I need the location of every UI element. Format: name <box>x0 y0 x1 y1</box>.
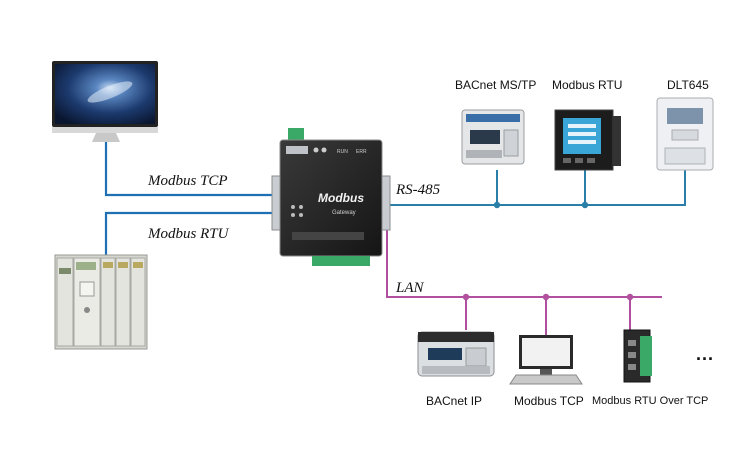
gateway-err-label: ERR <box>356 149 367 155</box>
gateway-run-label: RUN <box>337 149 348 155</box>
more-devices-indicator: ... <box>696 344 715 364</box>
lan-junction <box>462 293 470 301</box>
desktop-monitor-icon <box>52 61 158 142</box>
modbus-tcp-computer-icon <box>509 335 583 385</box>
plc-rack-icon <box>54 254 148 350</box>
gateway-top-connector <box>288 128 304 142</box>
rs485-link-label: RS-485 <box>396 182 441 198</box>
bacnet-mstp-label: BACnet MS/TP <box>455 78 537 92</box>
bacnet-mstp-controller-icon <box>461 109 525 165</box>
bacnet-ip-label: BACnet IP <box>426 394 483 408</box>
dlt645-meter-icon <box>656 97 714 171</box>
bacnet-ip-controller-icon <box>417 331 495 377</box>
rs485-junction <box>493 201 501 209</box>
gateway-subtitle: Gateway <box>332 210 356 216</box>
lan-link-label: LAN <box>396 280 424 296</box>
modbus-rtu-line <box>104 211 276 258</box>
rs485-junction <box>581 201 589 209</box>
lan-junction <box>626 293 634 301</box>
gateway-bottom-terminal <box>312 256 370 266</box>
modbus-tcp-line <box>104 140 276 197</box>
rtu-over-tcp-label: Modbus RTU Over TCP <box>592 395 709 407</box>
rtu-over-tcp-device-icon <box>623 329 652 383</box>
modbus-rtu-link-label: Modbus RTU <box>148 226 229 242</box>
rs485-bus-line <box>381 170 686 206</box>
dlt645-label: DLT645 <box>667 78 709 92</box>
modbus-rtu-meter-icon <box>554 109 621 171</box>
modbus-rtu-device-label: Modbus RTU <box>552 78 623 92</box>
lan-junction <box>542 293 550 301</box>
modbus-tcp-device-label: Modbus TCP <box>514 394 584 408</box>
modbus-gateway-device: RUN ERR Modbus Gateway <box>271 128 391 266</box>
gateway-brand: Modbus <box>318 191 364 205</box>
modbus-tcp-link-label: Modbus TCP <box>148 173 228 189</box>
